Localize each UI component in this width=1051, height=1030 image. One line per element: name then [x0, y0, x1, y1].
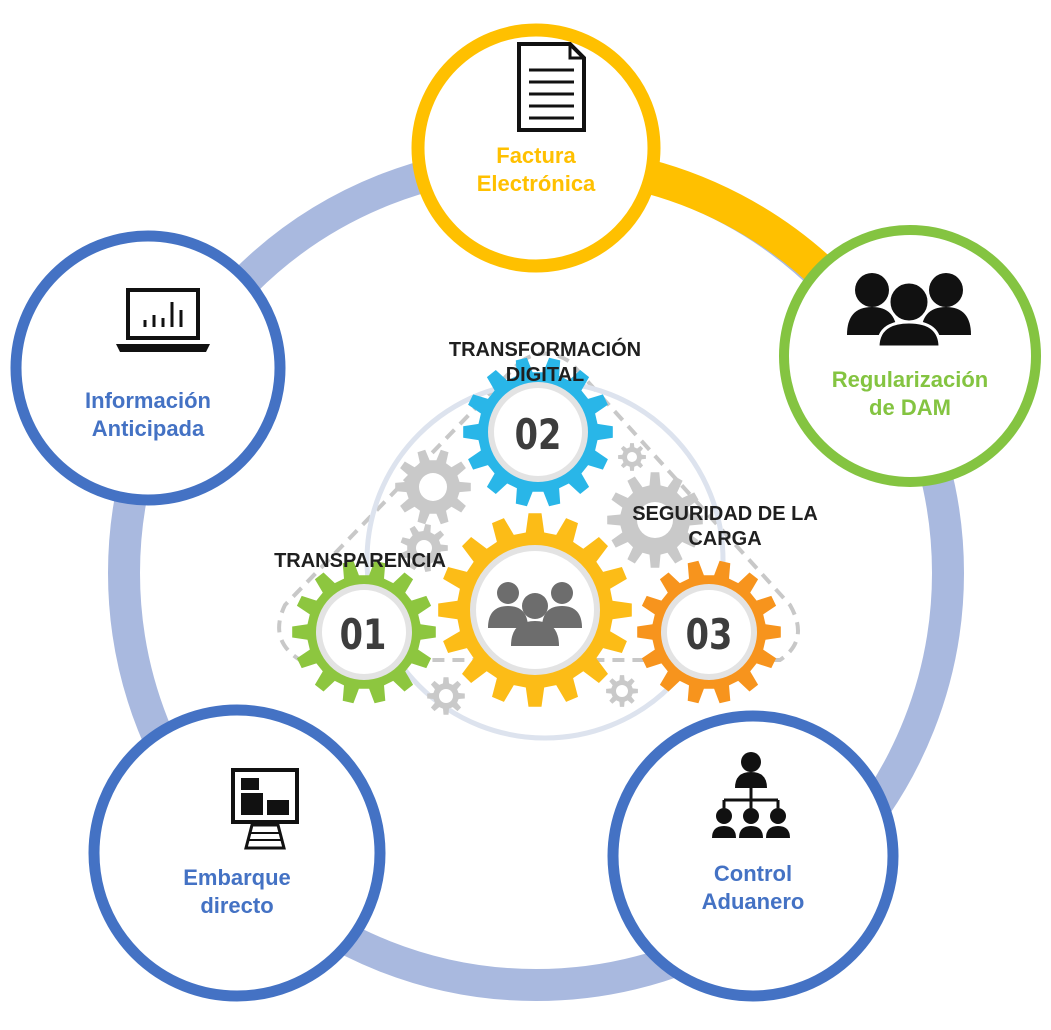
node-label-factura-line-1: Factura — [496, 143, 576, 168]
node-circle-regularizacion — [779, 225, 1041, 487]
node-label-control: Control Aduanero — [653, 860, 853, 915]
node-label-embarque: Embarque directo — [157, 864, 317, 919]
gray-gear-tiny-bottom-right — [606, 675, 638, 707]
node-circle-informacion — [10, 230, 286, 506]
node-label-informacion: Información Anticipada — [58, 387, 238, 442]
node-label-embarque-line-2: directo — [200, 892, 274, 918]
gear-03 — [637, 560, 781, 704]
gray-gear-small-left — [400, 524, 448, 572]
node-label-factura-line-2: Electrónica — [476, 170, 596, 196]
org-chart-icon — [712, 752, 790, 838]
dashed-triangle — [277, 351, 800, 662]
node-label-embarque-line-1: Embarque — [183, 865, 291, 890]
node-circle-control — [607, 710, 899, 1002]
gear-gray-4-hub — [627, 452, 637, 462]
gray-gear-large-right — [607, 472, 703, 568]
node-label-regularizacion: Regularización de DAM — [810, 366, 1010, 421]
node-label-regularizacion-line-1: Regularización — [831, 367, 989, 392]
document-icon — [517, 42, 586, 132]
gear-gray-1-hub — [419, 473, 447, 501]
pillar-label-transformacion: TRANSFORMACIÓN DIGITAL — [405, 338, 685, 388]
gear-number-01: 01 — [339, 610, 387, 659]
pillar-label-transparencia-line-1: TRANSPARENCIA — [274, 550, 446, 572]
pillar-label-transparencia: TRANSPARENCIA — [240, 549, 480, 574]
laptop-chart-icon — [116, 288, 210, 352]
pillar-label-transformacion-line-1: TRANSFORMACIÓN — [448, 339, 642, 361]
gear-gray-3-hub — [637, 502, 673, 538]
gear-gray-2-hub — [416, 540, 432, 556]
gear-number-03: 03 — [685, 610, 733, 659]
gear-number-02: 02 — [514, 410, 562, 459]
pillar-label-seguridad-line-1: SEGURIDAD DE LA — [632, 503, 818, 525]
node-label-control-line-2: Aduanero — [701, 888, 805, 914]
pillar-label-seguridad: SEGURIDAD DE LA CARGA — [595, 502, 855, 552]
people-icon — [488, 582, 582, 646]
node-label-control-line-1: Control — [713, 861, 793, 886]
gray-gear-tiny-top-right — [618, 443, 646, 471]
gear-02 — [463, 357, 613, 507]
node-label-informacion-line-1: Información — [85, 388, 211, 413]
gear-02-hub — [488, 382, 588, 482]
gray-gear-large-left — [395, 449, 471, 525]
node-label-factura: Factura Electrónica — [436, 142, 636, 197]
group-icon — [847, 273, 971, 349]
monitor-icon — [231, 768, 299, 850]
gear-03-hub — [661, 584, 757, 680]
pillar-label-seguridad-line-2: CARGA — [688, 528, 762, 550]
gear-01 — [292, 560, 436, 704]
node-label-regularizacion-line-2: de DAM — [869, 394, 951, 420]
gear-01-hub — [316, 584, 412, 680]
node-label-informacion-line-2: Anticipada — [91, 415, 205, 441]
gear-gray-5-hub — [439, 689, 453, 703]
gray-gear-tiny-bottom-left — [427, 677, 465, 715]
node-circle-embarque — [88, 704, 386, 1002]
node-circle-factura — [411, 23, 661, 273]
pillar-label-transformacion-line-2: DIGITAL — [505, 364, 585, 386]
gear-gray-6-hub — [616, 685, 628, 697]
